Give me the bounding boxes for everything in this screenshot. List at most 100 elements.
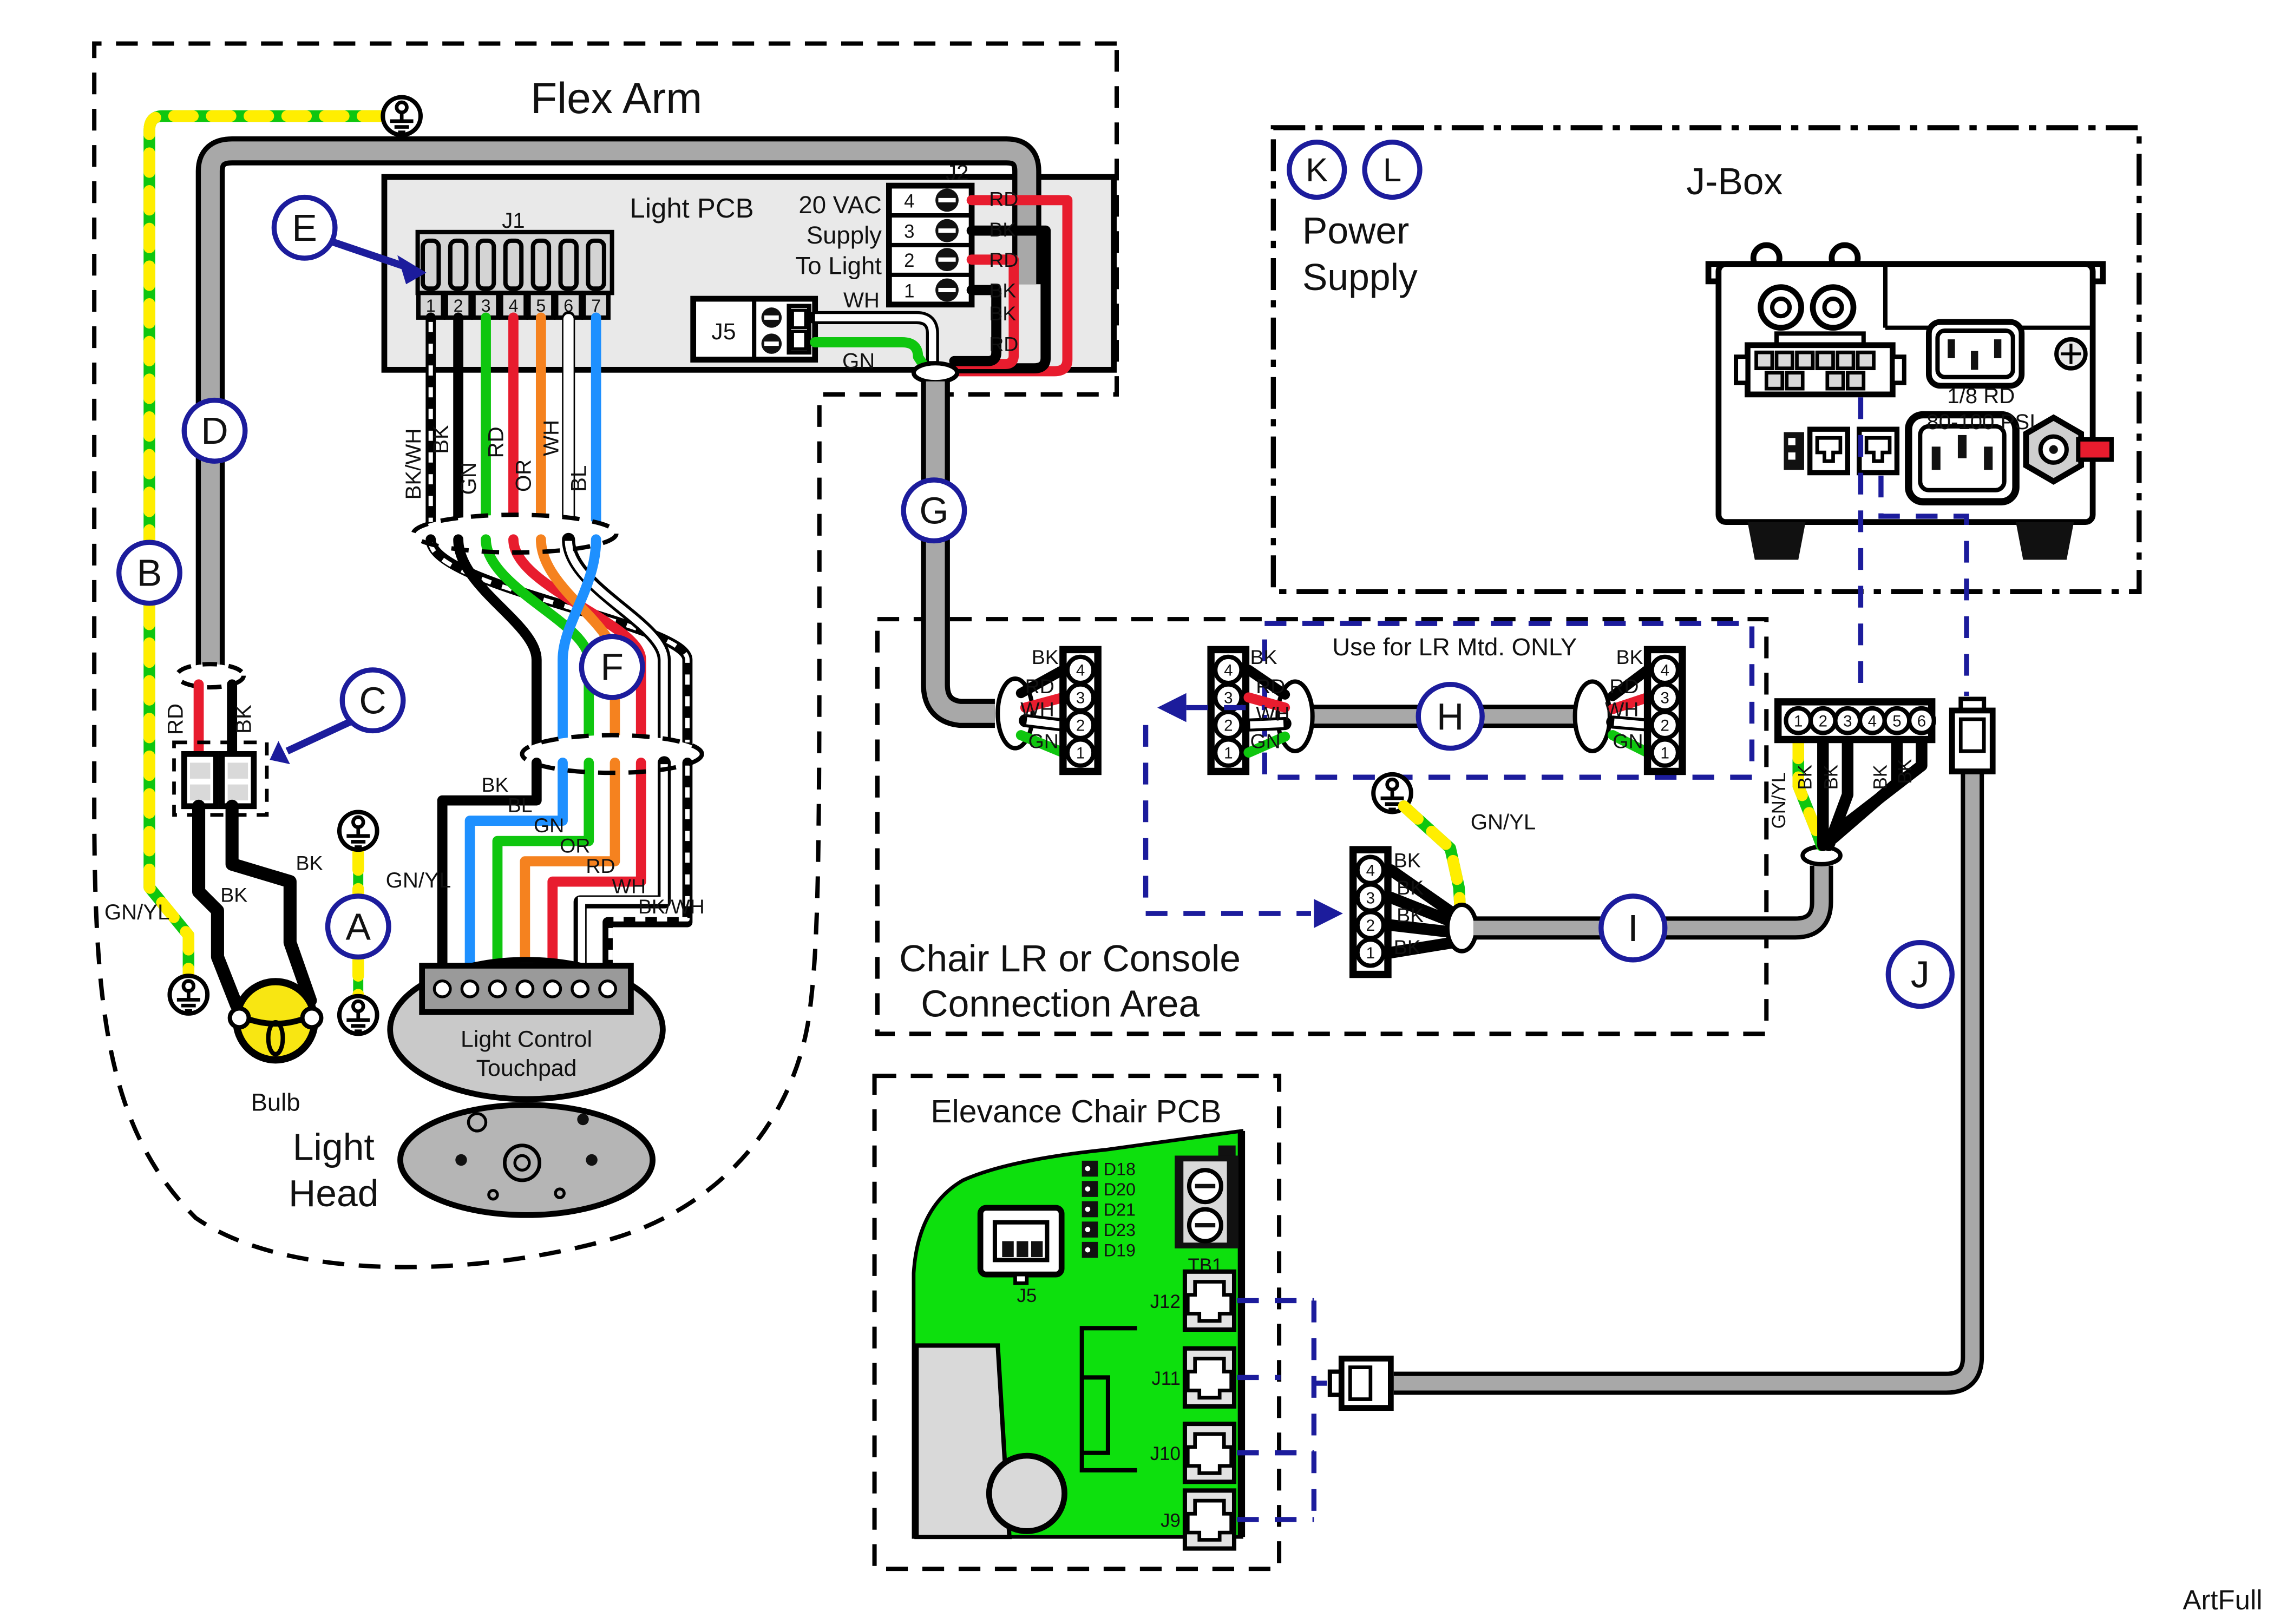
ground-icon: [383, 97, 421, 135]
mate-arrow-left: [1157, 693, 1265, 722]
jack-label: J11: [1151, 1368, 1181, 1389]
pin-number: 4: [1661, 662, 1669, 680]
flex-arm-lighthead-boundary: [92, 41, 1119, 1270]
j1-wires: BK/WH BK GN RD OR WH BL: [401, 311, 601, 532]
j1-pin: 1: [426, 296, 436, 315]
light-pcb-title: Light PCB: [630, 193, 753, 223]
pin-number: 1: [1661, 744, 1669, 762]
pin-number: 5: [1892, 712, 1901, 730]
i-ground-wire: GN/YL: [1398, 800, 1536, 919]
cable-junction: [911, 361, 960, 385]
gnyl-left-label: GN/YL: [104, 900, 170, 924]
wire-label: BK: [1794, 765, 1816, 790]
i-connector: 4 3 2 1 BK BK BK BK: [1349, 846, 1479, 978]
light-head-line1: Light: [293, 1126, 375, 1168]
tp-wire-label: RD: [586, 854, 615, 877]
pin-number: 2: [1076, 716, 1085, 734]
power-supply-boundary: [1270, 125, 2142, 594]
callout-i: I: [1598, 893, 1668, 963]
chair-area-line2: Connection Area: [921, 982, 1200, 1024]
j1-pin: 4: [508, 296, 518, 315]
ground-icon: [339, 996, 377, 1034]
led-label: D20: [1104, 1180, 1136, 1199]
callout-e: E: [271, 194, 338, 261]
j2-label: J2: [946, 160, 968, 185]
callout-letter: D: [201, 410, 228, 452]
j2-wire-label: BK: [989, 279, 1016, 301]
jack-label: J12: [1150, 1291, 1181, 1312]
tp-wire-label: WH: [612, 875, 646, 898]
j1-pin: 6: [563, 296, 573, 315]
modular-plug-top: [1949, 696, 1996, 774]
callout-letter: B: [137, 552, 162, 594]
j5-gn-label: GN: [842, 349, 875, 373]
light-pcb-j5: J5: [690, 295, 818, 363]
bulb-wire-label: BK: [296, 852, 323, 875]
pin-number: 4: [1868, 712, 1877, 730]
callout-k: K: [1287, 140, 1347, 200]
jbox-data-jacks: [1784, 426, 1900, 476]
jbox-device: 1/8 RD 80-100 PSI: [1705, 242, 2114, 560]
jbox-air-fitting: [2023, 414, 2114, 485]
wire-label: BK: [1397, 904, 1424, 926]
chair-pcb-boundary: [872, 1074, 1282, 1572]
pin-number: 2: [1819, 712, 1827, 730]
tp-wire-label: BK/WH: [638, 895, 705, 918]
pin-number: 3: [1366, 889, 1375, 907]
callout-letter: J: [1911, 954, 1930, 996]
led-label: D23: [1104, 1220, 1136, 1240]
callout-f: F: [579, 634, 645, 700]
pin-number: 2: [1224, 716, 1233, 734]
chair-pcb-title: Elevance Chair PCB: [930, 1094, 1221, 1129]
pcb-jack-j12: [1185, 1272, 1234, 1330]
jack-label: J9: [1161, 1510, 1181, 1531]
jbox-iec-outlet: [1905, 411, 2020, 505]
pin-number: 3: [1224, 689, 1233, 707]
wire-label: BK: [1397, 876, 1424, 899]
pin-number: 3: [1661, 689, 1669, 707]
supply-text-3: To Light: [795, 252, 882, 280]
six-pin-wires: [1792, 733, 1928, 851]
j2-wire-label: RD: [989, 248, 1018, 271]
fitting-label-2: 80-100 PSI: [1926, 410, 2035, 434]
pcb-jack-j11: [1185, 1349, 1234, 1406]
bulb-wires: BK BK: [192, 799, 323, 1011]
power-supply-line1: Power: [1302, 209, 1409, 252]
pin-number: 3: [1843, 712, 1852, 730]
led-label: D18: [1104, 1160, 1136, 1179]
gnyl-a-label: GN/YL: [386, 868, 451, 892]
pin-number: 6: [1917, 712, 1926, 730]
j1-pin: 2: [454, 296, 463, 315]
j2-wire-label: RD: [989, 333, 1018, 356]
fitting-label-1: 1/8 RD: [1947, 384, 2015, 408]
j1-bundle: [425, 532, 693, 752]
callout-a: A: [325, 893, 391, 960]
light-control-touchpad: Light Control Touchpad: [387, 957, 666, 1102]
j1-wire-label: BL: [566, 465, 591, 492]
pcb-jack-j10: [1185, 1424, 1234, 1482]
callout-c: C: [339, 667, 406, 734]
ground-icon: [339, 812, 377, 850]
callout-letter: L: [1383, 152, 1401, 189]
h-right-connector: 4 3 2 1 BK RD WH GN: [1572, 646, 1686, 775]
i-cable: [1473, 865, 1833, 940]
cable-opening-dashed: [411, 512, 619, 555]
wire-label: BK: [1032, 646, 1059, 668]
callout-j: J: [1885, 939, 1955, 1009]
jbox-screw: [2054, 337, 2088, 371]
wire-label: BK: [1394, 936, 1421, 958]
pin-number: 4: [1366, 862, 1375, 879]
pin-number: 1: [1224, 744, 1233, 762]
bulb: Bulb: [227, 978, 324, 1116]
wire-label: RD: [1256, 675, 1285, 698]
callout-h: H: [1415, 682, 1485, 751]
pcb-leds: D18 D20 D21 D23 D19: [1082, 1160, 1136, 1260]
j2-wire-label: BK: [989, 302, 1016, 325]
gnyl-ground-wire: [143, 110, 388, 982]
pcb-jack-j9: [1185, 1490, 1234, 1548]
tp-wire-label: BL: [508, 794, 533, 817]
touchpad-wires: BK BL GN OR RD WH BK/WH: [437, 756, 705, 972]
jbox-connection-routes: [1858, 397, 1969, 699]
j1-wire-label: BK/WH: [401, 429, 425, 500]
pin-number: 1: [1366, 944, 1375, 962]
